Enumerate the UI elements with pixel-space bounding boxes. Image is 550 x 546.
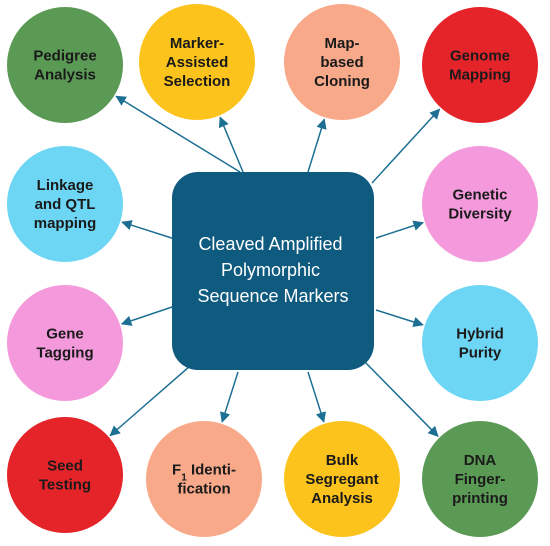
node-label-line: Diversity	[448, 206, 512, 223]
node-label-line: Selection	[164, 73, 231, 90]
node-label-line: Cloning	[314, 73, 370, 90]
node-circle-bulk-segregant-analysis	[284, 421, 400, 537]
node-circle-seed-testing	[7, 417, 123, 533]
node-label-line: DNA	[464, 452, 497, 469]
center-box	[172, 172, 374, 370]
arrow-to-map-based-cloning	[307, 118, 327, 173]
node-circle-genetic-diversity	[422, 146, 538, 262]
center-label-line-3: Sequence Markers	[197, 286, 348, 306]
node-label-line: Analysis	[311, 490, 373, 507]
arrow-to-bulk-segregant-analysis	[307, 371, 326, 423]
node-label-line: Gene	[46, 326, 84, 343]
node-circle-map-based-cloning	[284, 4, 400, 120]
node-label-line: Seed	[47, 458, 83, 475]
arrow-to-marker-assisted-selection	[218, 116, 244, 173]
node-circle-f1-identification	[146, 421, 262, 537]
node-label-line: Bulk	[326, 452, 359, 469]
node-label-line: mapping	[34, 215, 97, 232]
arrow-to-f1-identification	[220, 371, 239, 423]
node-label-line: based	[320, 54, 363, 71]
node-label-linkage-and-qtl-mapping: Linkage and QTL mapping	[34, 177, 97, 232]
node-label-line: Marker-	[170, 35, 224, 52]
node-label-line: printing	[452, 490, 508, 507]
node-circle-dna-fingerprinting	[422, 421, 538, 537]
node-label-line: Genetic	[452, 187, 507, 204]
node-label-line: Hybrid	[456, 326, 504, 343]
node-label-f1-identification: F1 Identi-fication	[172, 462, 236, 498]
arrow-to-genetic-diversity	[375, 220, 424, 239]
node-label-line: fication	[177, 481, 230, 498]
node-label-line: and QTL	[35, 196, 96, 213]
arrow-to-linkage-and-qtl-mapping	[121, 220, 179, 241]
node-circle-pedigree-analysis	[7, 7, 123, 123]
arrow-to-dna-fingerprinting	[364, 361, 439, 437]
center-label: Cleaved Amplified Polymorphic Sequence M…	[197, 234, 348, 306]
node-linkage-and-qtl-mapping: Linkage and QTL mapping	[7, 146, 123, 262]
center-node: Cleaved Amplified Polymorphic Sequence M…	[172, 172, 374, 370]
arrow-to-gene-tagging	[120, 304, 179, 326]
node-label-line: Pedigree	[33, 48, 96, 65]
node-circle-hybrid-purity	[422, 285, 538, 401]
node-circle-linkage-and-qtl-mapping	[7, 146, 123, 262]
node-circle-genome-mapping	[422, 7, 538, 123]
arrow-to-genome-mapping	[371, 108, 441, 184]
node-label-line: Testing	[39, 477, 91, 494]
arrow-to-seed-testing	[109, 365, 191, 437]
arrow-to-pedigree-analysis	[115, 95, 241, 173]
node-label-line: Assisted	[166, 54, 229, 71]
node-label-line: Linkage	[37, 177, 94, 194]
node-label-line: Tagging	[36, 345, 93, 362]
node-label-line: Purity	[459, 345, 502, 362]
node-dna-fingerprinting: DNA Finger-printing	[422, 421, 538, 537]
node-label-line: Segregant	[305, 471, 378, 488]
node-circle-gene-tagging	[7, 285, 123, 401]
node-label-line: Analysis	[34, 67, 96, 84]
node-label-line: Finger-	[455, 471, 506, 488]
node-label-line: F1 Identi-	[172, 462, 236, 484]
node-label-line: Genome	[450, 48, 510, 65]
node-f1-identification: F1 Identi-fication	[146, 421, 262, 537]
connector-arrows	[109, 95, 441, 437]
node-label-line: Mapping	[449, 67, 511, 84]
node-label-line: Map-	[325, 35, 360, 52]
center-label-line-2: Polymorphic	[221, 260, 320, 280]
node-circle-marker-assisted-selection	[139, 4, 255, 120]
center-label-line-1: Cleaved Amplified	[198, 234, 342, 254]
node-label-dna-fingerprinting: DNA Finger-printing	[452, 452, 508, 507]
arrow-to-hybrid-purity	[375, 309, 424, 327]
